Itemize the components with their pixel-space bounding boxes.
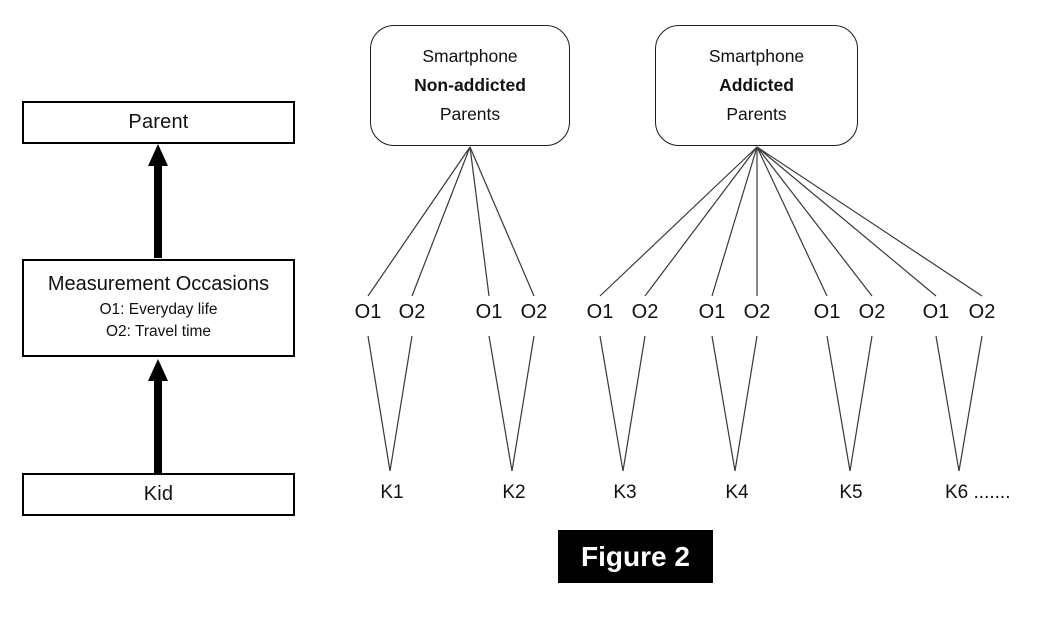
- arrow-measurement-to-parent: [148, 144, 168, 258]
- kid-label-k4: K4: [725, 482, 749, 503]
- occasion-label-k5-o2: O2: [858, 301, 886, 323]
- kid-label-k6: K6 .......: [945, 482, 1011, 503]
- occasion-label-k2-o2: O2: [520, 301, 548, 323]
- measurement-o2-label: O2: Travel time: [105, 323, 212, 340]
- occasion-label-k1-o2: O2: [398, 301, 426, 323]
- occasion-label-k4-o1: O1: [698, 301, 726, 323]
- occasion-label-k2-o1: O1: [475, 301, 503, 323]
- occasion-label-k4-o2: O2: [743, 301, 771, 323]
- arrow-kid-to-measurement: [148, 359, 168, 473]
- addicted-line3: Parents: [726, 104, 787, 124]
- figure-caption: Figure 2: [558, 530, 713, 583]
- nonaddicted-line1: Smartphone: [422, 46, 518, 66]
- kid-label-k1: K1: [380, 482, 404, 503]
- addicted-parents-box: Smartphone Addicted Parents: [655, 25, 858, 146]
- kid-box-label: Kid: [143, 483, 174, 505]
- addicted-line2: Addicted: [719, 75, 794, 95]
- v-lines-kids: [367, 335, 983, 472]
- nonaddicted-line3: Parents: [439, 104, 501, 124]
- parent-box-label: Parent: [128, 111, 189, 133]
- occasion-label-k3-o2: O2: [631, 301, 659, 323]
- occasion-label-k6-o1: O1: [922, 301, 950, 323]
- addicted-line1: Smartphone: [708, 46, 805, 66]
- fan-lines-addicted: [599, 146, 983, 297]
- occasion-label-k1-o1: O1: [354, 301, 382, 323]
- occasion-label-k6-o2: O2: [968, 301, 996, 323]
- occasion-label-k3-o1: O1: [586, 301, 614, 323]
- parent-box: Parent: [22, 101, 295, 144]
- measurement-occasions-title: Measurement Occasions: [47, 273, 270, 295]
- nonaddicted-line2: Non-addicted: [414, 75, 526, 95]
- kid-label-k2: K2: [502, 482, 526, 503]
- figure-caption-text: Figure 2: [581, 540, 690, 572]
- occasion-label-k5-o1: O1: [813, 301, 841, 323]
- fan-lines-nonaddicted: [367, 146, 535, 297]
- kid-box: Kid: [22, 473, 295, 516]
- kid-label-k3: K3: [613, 482, 637, 503]
- kid-label-k5: K5: [839, 482, 863, 503]
- measurement-occasions-box: Measurement Occasions O1: Everyday life …: [22, 259, 295, 357]
- measurement-o1-label: O1: Everyday life: [99, 301, 218, 318]
- nonaddicted-parents-box: Smartphone Non-addicted Parents: [370, 25, 570, 146]
